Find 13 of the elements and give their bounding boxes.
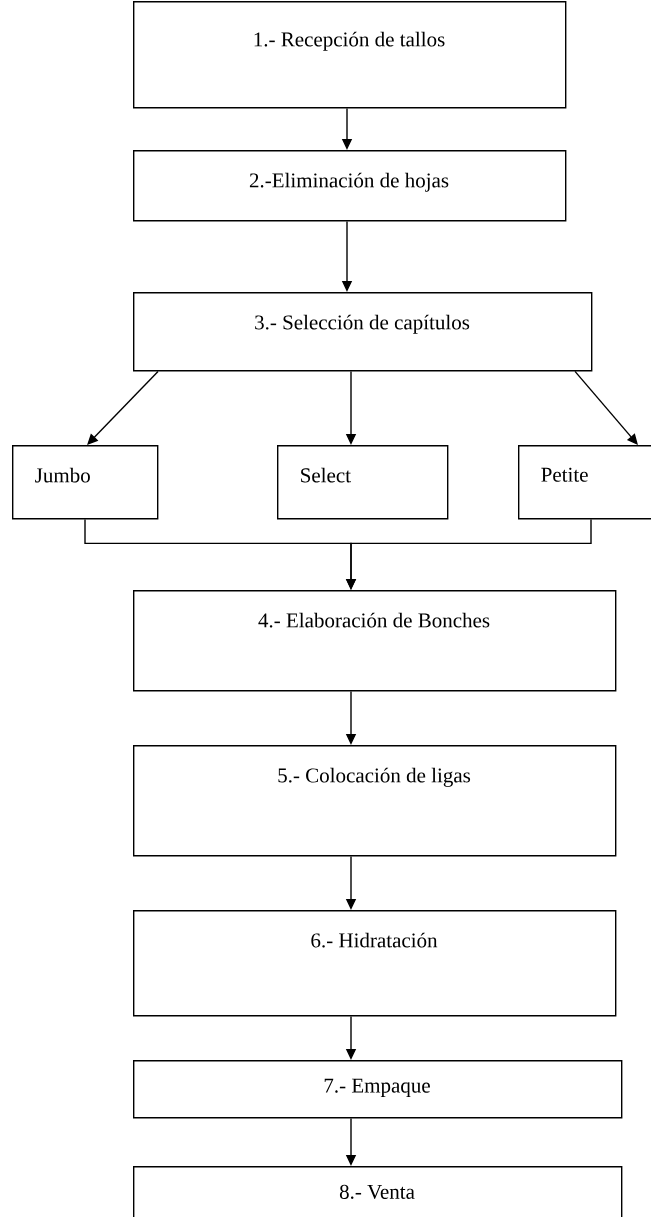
process-box: 4.- Elaboración de Bonches: [133, 590, 617, 692]
arrow: [87, 370, 159, 445]
process-box: Petite: [518, 445, 651, 520]
process-box: 5.- Colocación de ligas: [133, 745, 617, 857]
process-box: 1.- Recepción de tallos: [133, 1, 567, 109]
process-box: 2.-Eliminación de hojas: [133, 150, 567, 222]
process-box: 7.- Empaque: [133, 1060, 623, 1119]
process-box: Jumbo: [12, 445, 159, 520]
process-box: 6.- Hidratación: [133, 910, 617, 1017]
process-box: Select: [277, 445, 449, 520]
process-box: 3.- Selección de capítulos: [133, 292, 593, 372]
arrow: [574, 370, 638, 445]
process-box: 8.- Venta: [133, 1166, 623, 1217]
